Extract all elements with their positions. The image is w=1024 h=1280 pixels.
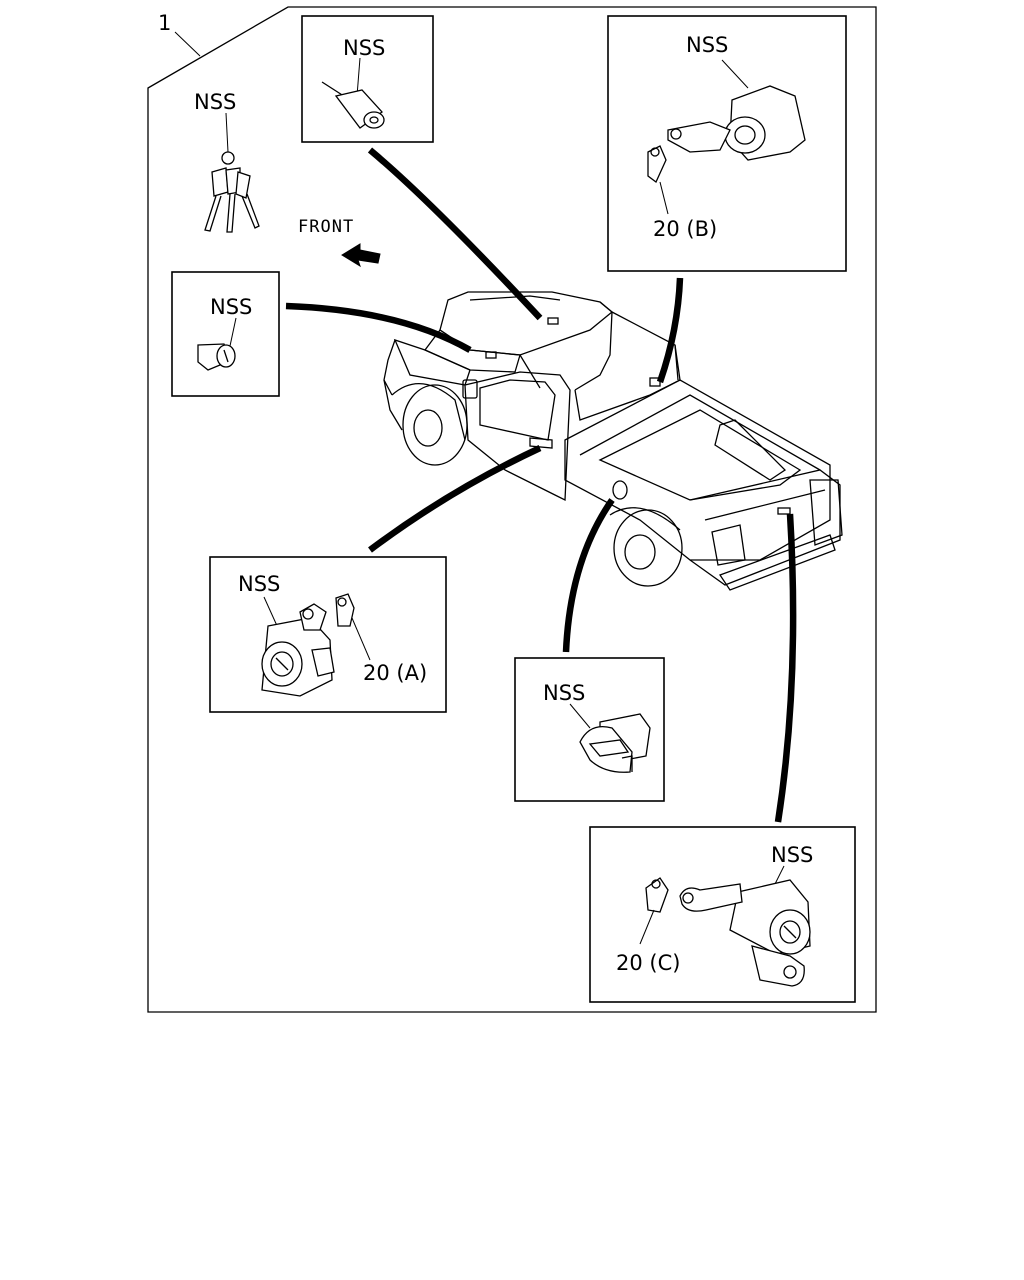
lock-cylinder-icon-b xyxy=(647,85,806,184)
rear-gate-lock-label: NSS xyxy=(686,33,728,57)
front-arrow-icon xyxy=(341,243,381,268)
assembly-ref-leader xyxy=(174,31,201,57)
assembly-frame xyxy=(147,6,877,1013)
assembly-ref-number: 1 xyxy=(158,11,171,35)
door-lock-cylinder-icon xyxy=(261,593,355,697)
glove-box-cylinder-box xyxy=(171,271,280,397)
keys-label: NSS xyxy=(194,90,236,114)
leader-tailgate xyxy=(774,513,797,823)
front-door-lock-box xyxy=(209,556,447,713)
ignition-cylinder-icon xyxy=(321,81,385,129)
tailgate-lock-label: NSS xyxy=(771,843,813,867)
leader-rear-gate xyxy=(656,277,684,384)
front-door-lock-ref: 20 (A) xyxy=(363,661,427,685)
leader-fuel-lid xyxy=(562,498,615,653)
rear-gate-lock-ref: 20 (B) xyxy=(653,217,717,241)
glove-box-cylinder-label: NSS xyxy=(210,295,252,319)
lock-cylinder-icon-glovebox xyxy=(197,343,236,371)
leader-glove-box xyxy=(285,302,472,353)
keys-leader xyxy=(225,112,229,153)
front-direction-label: FRONT xyxy=(298,217,354,237)
pickup-truck-illustration xyxy=(383,291,843,591)
fuel-lid-lock-label: NSS xyxy=(543,681,585,705)
tailgate-lock-ref: 20 (C) xyxy=(616,951,680,975)
fuel-lid-lock-icon xyxy=(579,713,651,773)
tailgate-lock-icon xyxy=(645,877,811,987)
leader-ignition xyxy=(367,147,543,321)
ignition-cylinder-label: NSS xyxy=(343,36,385,60)
leader-front-door xyxy=(368,445,542,553)
tailgate-lock-box xyxy=(589,826,856,1003)
key-set-icon xyxy=(204,151,260,233)
front-door-lock-label: NSS xyxy=(238,572,280,596)
